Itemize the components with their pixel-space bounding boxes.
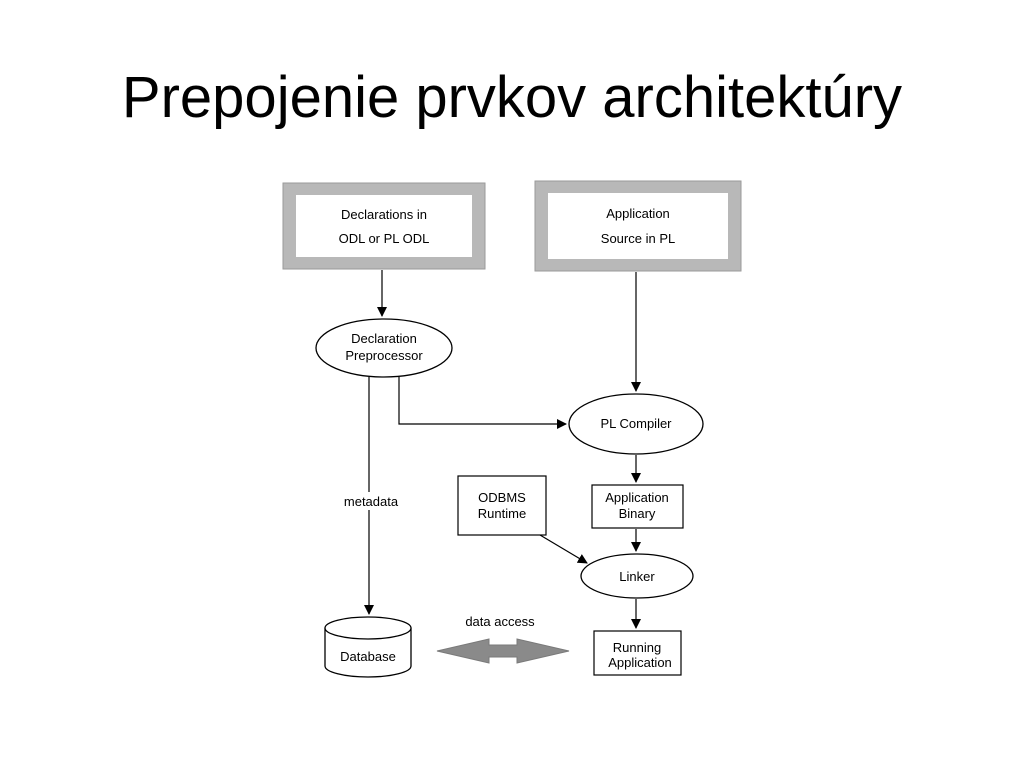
metadata-label: metadata [344, 494, 399, 509]
slide-title: Prepojenie prvkov architektúry [121, 65, 903, 130]
data-access-label: data access [465, 614, 535, 629]
running-application-box: Running Application [593, 630, 682, 676]
declarations-box-line2: ODL or PL ODL [339, 231, 430, 246]
declaration-preprocessor-node: Declaration Preprocessor [315, 318, 453, 378]
running-application-line1: Running [613, 640, 661, 655]
application-source-box-line1: Application [606, 206, 670, 221]
declarations-box: Declarations in ODL or PL ODL [282, 182, 486, 270]
application-binary-box: Application Binary [591, 484, 684, 529]
odbms-runtime-box: ODBMS Runtime [457, 475, 547, 536]
declarations-box-line1: Declarations in [341, 207, 427, 222]
metadata-label-bg [338, 492, 404, 510]
odbms-runtime-line1: ODBMS [478, 490, 526, 505]
running-application-line2: Application [608, 655, 672, 670]
application-binary-line2: Binary [619, 506, 656, 521]
odbms-runtime-line2: Runtime [478, 506, 526, 521]
linker-node: Linker [580, 553, 694, 599]
arrow-runtime-to-linker [539, 534, 588, 564]
pl-compiler-node: PL Compiler [568, 393, 704, 455]
database-label: Database [340, 649, 396, 664]
arrow-preprocessor-to-compiler [398, 377, 567, 429]
application-binary-line1: Application [605, 490, 669, 505]
linker-label: Linker [619, 569, 655, 584]
database-cylinder: Database [324, 616, 412, 678]
declaration-preprocessor-line1: Declaration [351, 331, 417, 346]
pl-compiler-label: PL Compiler [600, 416, 672, 431]
declaration-preprocessor-line2: Preprocessor [345, 348, 423, 363]
application-source-box-line2: Source in PL [601, 231, 675, 246]
application-source-box: Application Source in PL [534, 180, 742, 272]
data-access-double-arrow [436, 638, 570, 664]
